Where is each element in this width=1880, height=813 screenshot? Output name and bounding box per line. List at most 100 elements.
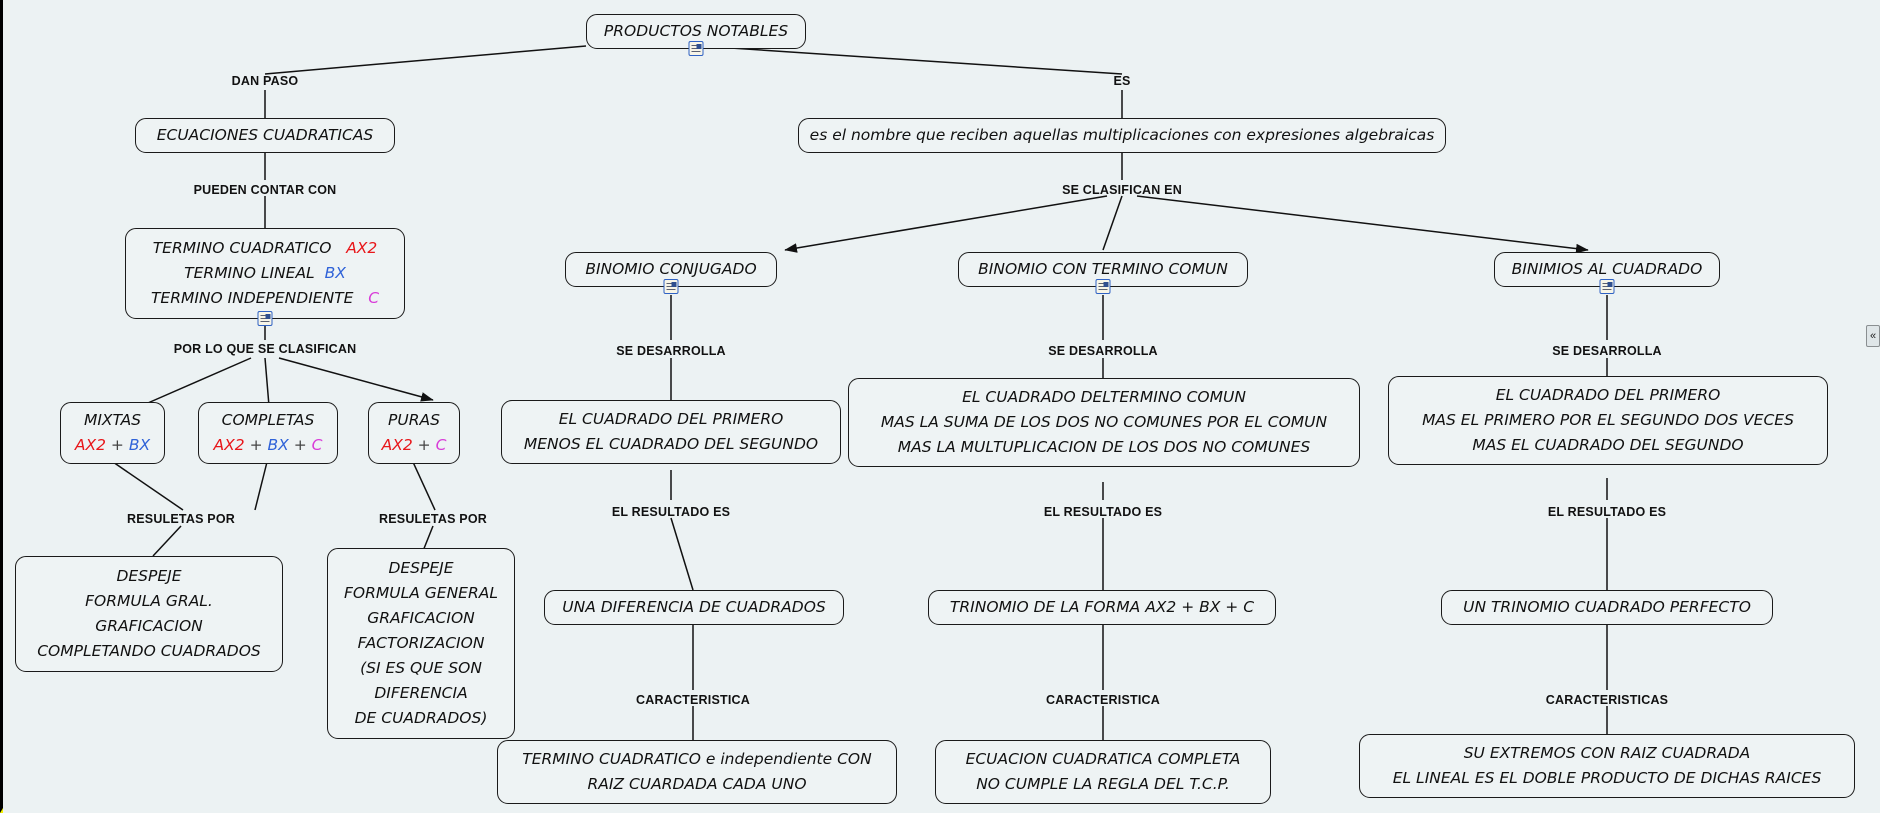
completas-title: COMPLETAS <box>221 411 315 429</box>
node-label: PRODUCTOS NOTABLES <box>603 22 789 40</box>
desarrollo-line: MAS EL PRIMERO POR EL SEGUNDO DOS VECES <box>1422 411 1794 429</box>
node-caracteristica-termino-comun[interactable]: ECUACION CUADRATICA COMPLETA NO CUMPLE L… <box>935 740 1271 804</box>
node-desarrollo-binomio-al-cuadrado[interactable]: EL CUADRADO DEL PRIMERO MAS EL PRIMERO P… <box>1388 376 1828 465</box>
node-caracteristica-binomio-conjugado[interactable]: TERMINO CUADRATICO e independiente CON R… <box>497 740 897 804</box>
desarrollo-line: MAS LA MULTUPLICACION DE LOS DOS NO COMU… <box>897 438 1311 456</box>
link-label-se-desarrolla-2: SE DESARROLLA <box>1048 344 1158 358</box>
link-label-caracteristicas-3: CARACTERISTICAS <box>1545 693 1669 707</box>
completas-term-2: BX <box>267 436 289 454</box>
link-label-es: ES <box>1113 74 1131 88</box>
metodo-item: GRAFICACION <box>95 617 203 635</box>
termino-independiente-value: C <box>368 289 380 307</box>
node-label: ECUACIONES CUADRATICAS <box>156 126 374 144</box>
node-puras[interactable]: PURAS AX2 + C <box>368 402 460 464</box>
termino-lineal-value: BX <box>324 264 346 282</box>
completas-op-1: + <box>249 436 263 454</box>
node-resultado-trinomio-forma[interactable]: TRINOMIO DE LA FORMA AX2 + BX + C <box>928 590 1276 625</box>
node-binomio-con-termino-comun[interactable]: BINOMIO CON TERMINO COMUN <box>958 252 1248 287</box>
resource-icon[interactable] <box>257 311 273 326</box>
completas-op-2: + <box>293 436 307 454</box>
caracteristica-line: EL LINEAL ES EL DOBLE PRODUCTO DE DICHAS… <box>1392 769 1822 787</box>
termino-cuadratico-line: TERMINO CUADRATICO AX2 <box>138 236 392 261</box>
resource-icon[interactable] <box>663 279 679 294</box>
mixtas-op-1: + <box>110 436 124 454</box>
link-label-por-lo-que-se-clasifican: POR LO QUE SE CLASIFICAN <box>173 342 357 356</box>
caracteristica-line: TERMINO CUADRATICO e independiente CON <box>522 750 872 768</box>
puras-title: PURAS <box>388 411 440 429</box>
link-label-caracteristica-1: CARACTERISTICA <box>636 693 750 707</box>
resource-icon[interactable] <box>688 41 704 56</box>
node-label: TRINOMIO DE LA FORMA AX2 + BX + C <box>949 598 1255 616</box>
node-caracteristica-binomio-cuadrado[interactable]: SU EXTREMOS CON RAIZ CUADRADA EL LINEAL … <box>1359 734 1855 798</box>
completas-formula: AX2 + BX + C <box>207 433 329 458</box>
node-terminos-ecuacion[interactable]: TERMINO CUADRATICO AX2 TERMINO LINEAL BX… <box>125 228 405 319</box>
caracteristica-line: SU EXTREMOS CON RAIZ CUADRADA <box>1463 744 1751 762</box>
link-label-el-resultado-es-3: EL RESULTADO ES <box>1547 505 1667 519</box>
caracteristica-line: NO CUMPLE LA REGLA DEL T.C.P. <box>976 775 1230 793</box>
desarrollo-line: MAS EL CUADRADO DEL SEGUNDO <box>1472 436 1744 454</box>
node-label: UN TRINOMIO CUADRADO PERFECTO <box>1463 598 1751 616</box>
metodo-item: FACTORIZACION <box>357 634 485 652</box>
termino-lineal-line: TERMINO LINEAL BX <box>138 261 392 286</box>
metodo-item: DESPEJE <box>388 559 454 577</box>
termino-cuadratico-value: AX2 <box>346 239 378 257</box>
link-label-resueltas-por-2: RESULETAS POR <box>379 512 487 526</box>
node-label: UNA DIFERENCIA DE CUADRADOS <box>562 598 826 616</box>
desarrollo-line: EL CUADRADO DEL PRIMERO <box>1495 386 1721 404</box>
node-resultado-diferencia-cuadrados[interactable]: UNA DIFERENCIA DE CUADRADOS <box>544 590 844 625</box>
node-desarrollo-termino-comun[interactable]: EL CUADRADO DELTERMINO COMUN MAS LA SUMA… <box>848 378 1360 467</box>
caracteristica-line: RAIZ CUARDADA CADA UNO <box>587 775 807 793</box>
mixtas-formula: AX2 + BX <box>69 433 156 458</box>
scrollbar-collapse-handle[interactable]: « <box>1866 325 1880 347</box>
puras-term-1: AX2 <box>381 436 413 454</box>
termino-cuadratico-label: TERMINO CUADRATICO <box>152 239 332 257</box>
link-label-el-resultado-es-2: EL RESULTADO ES <box>1043 505 1163 519</box>
caracteristica-line: ECUACION CUADRATICA COMPLETA <box>965 750 1241 768</box>
concept-map-canvas[interactable]: PRODUCTOS NOTABLES DAN PASO ES ECUACIONE… <box>3 0 1880 813</box>
resource-icon[interactable] <box>1599 279 1615 294</box>
puras-formula: AX2 + C <box>377 433 451 458</box>
link-label-pueden-contar-con: PUEDEN CONTAR CON <box>193 183 337 197</box>
completas-term-3: C <box>311 436 323 454</box>
puras-term-2: C <box>435 436 447 454</box>
node-metodos-ecuaciones-mixtas[interactable]: DESPEJE FORMULA GRAL. GRAFICACION COMPLE… <box>15 556 283 672</box>
node-label: BINOMIO CON TERMINO COMUN <box>978 260 1228 278</box>
node-label: es el nombre que reciben aquellas multip… <box>809 126 1435 144</box>
puras-op-1: + <box>417 436 431 454</box>
desarrollo-line: MAS LA SUMA DE LOS DOS NO COMUNES POR EL… <box>880 413 1328 431</box>
metodo-item: DE CUADRADOS) <box>354 709 488 727</box>
termino-independiente-label: TERMINO INDEPENDIENTE <box>150 289 354 307</box>
link-label-se-clasifican-en: SE CLASIFICAN EN <box>1062 183 1182 197</box>
resource-icon[interactable] <box>1095 279 1111 294</box>
link-label-resueltas-por-1: RESULETAS POR <box>127 512 235 526</box>
node-desarrollo-binomio-conjugado[interactable]: EL CUADRADO DEL PRIMERO MENOS EL CUADRAD… <box>501 400 841 464</box>
desarrollo-line: EL CUADRADO DEL PRIMERO <box>558 410 784 428</box>
metodo-item: DESPEJE <box>116 567 182 585</box>
node-resultado-trinomio-cuadrado-perfecto[interactable]: UN TRINOMIO CUADRADO PERFECTO <box>1441 590 1773 625</box>
node-mixtas[interactable]: MIXTAS AX2 + BX <box>60 402 165 464</box>
metodo-item: GRAFICACION <box>367 609 475 627</box>
desarrollo-line: EL CUADRADO DELTERMINO COMUN <box>962 388 1246 406</box>
node-definicion-productos-notables[interactable]: es el nombre que reciben aquellas multip… <box>798 118 1446 153</box>
desarrollo-line: MENOS EL CUADRADO DEL SEGUNDO <box>523 435 819 453</box>
mixtas-term-1: AX2 <box>74 436 106 454</box>
metodo-item: FORMULA GENERAL <box>344 584 498 602</box>
metodo-item: COMPLETANDO CUADRADOS <box>37 642 261 660</box>
node-label: BINOMIO CONJUGADO <box>585 260 757 278</box>
node-label: BINIMIOS AL CUADRADO <box>1511 260 1703 278</box>
node-completas[interactable]: COMPLETAS AX2 + BX + C <box>198 402 338 464</box>
node-metodos-ecuaciones-puras[interactable]: DESPEJE FORMULA GENERAL GRAFICACION FACT… <box>327 548 515 739</box>
mixtas-term-2: BX <box>128 436 151 454</box>
link-label-se-desarrolla-3: SE DESARROLLA <box>1552 344 1662 358</box>
mixtas-title: MIXTAS <box>83 411 142 429</box>
link-label-el-resultado-es-1: EL RESULTADO ES <box>611 505 731 519</box>
link-label-se-desarrolla-1: SE DESARROLLA <box>616 344 726 358</box>
link-label-caracteristica-2: CARACTERISTICA <box>1046 693 1160 707</box>
metodo-item: (SI ES QUE SON <box>360 659 482 677</box>
completas-term-1: AX2 <box>213 436 245 454</box>
node-ecuaciones-cuadraticas[interactable]: ECUACIONES CUADRATICAS <box>135 118 395 153</box>
metodo-item: DIFERENCIA <box>374 684 468 702</box>
link-label-dan-paso: DAN PASO <box>231 74 299 88</box>
termino-lineal-label: TERMINO LINEAL <box>184 264 315 282</box>
